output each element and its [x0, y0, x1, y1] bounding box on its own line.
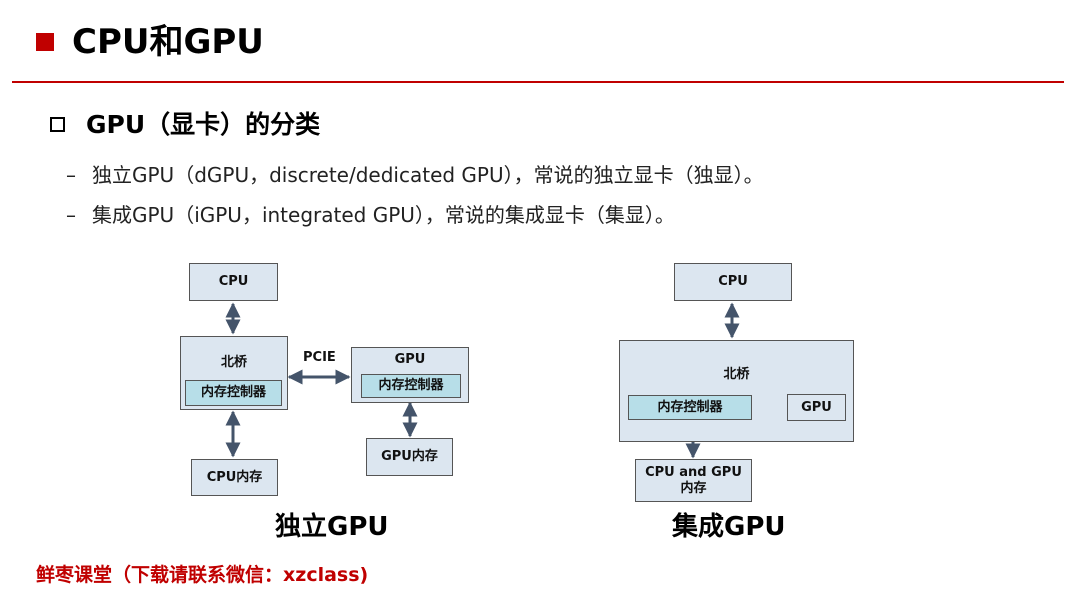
- integrated-mem-controller-box: 内存控制器: [628, 395, 752, 420]
- title-divider: [12, 81, 1064, 83]
- title-marker: [36, 33, 54, 51]
- section-heading: GPU（显卡）的分类: [86, 110, 321, 139]
- integrated-northbridge-label: 北桥: [723, 367, 750, 382]
- bullet-dash: –: [66, 203, 76, 227]
- discrete-cpu-box: CPU: [189, 263, 278, 301]
- section-checkbox-icon: [50, 117, 65, 132]
- discrete-gpu-mem-controller-box: 内存控制器: [361, 374, 461, 398]
- bullet-discrete-gpu: 独立GPU（dGPU，discrete/dedicated GPU），常说的独立…: [92, 163, 764, 187]
- page-title: CPU和GPU: [72, 22, 264, 62]
- discrete-gpu-memory-box: GPU内存: [366, 438, 453, 476]
- integrated-gpu-caption: 集成GPU: [672, 512, 786, 542]
- discrete-gpu-caption: 独立GPU: [275, 512, 389, 542]
- discrete-mem-controller-box: 内存控制器: [185, 380, 282, 406]
- shared-memory-box: CPU and GPU 内存: [635, 459, 752, 502]
- pcie-label: PCIE: [303, 350, 336, 365]
- integrated-northbridge-box: 北桥: [619, 340, 854, 442]
- discrete-northbridge-label: 北桥: [220, 355, 247, 370]
- footer-watermark: 鲜枣课堂（下载请联系微信：xzclass): [36, 564, 369, 586]
- bullet-dash: –: [66, 163, 76, 187]
- discrete-gpu-label: GPU: [394, 352, 426, 367]
- bullet-integrated-gpu: 集成GPU（iGPU，integrated GPU），常说的集成显卡（集显）。: [92, 203, 675, 227]
- integrated-gpu-box: GPU: [787, 394, 846, 421]
- integrated-cpu-box: CPU: [674, 263, 792, 301]
- discrete-cpu-memory-box: CPU内存: [191, 459, 278, 496]
